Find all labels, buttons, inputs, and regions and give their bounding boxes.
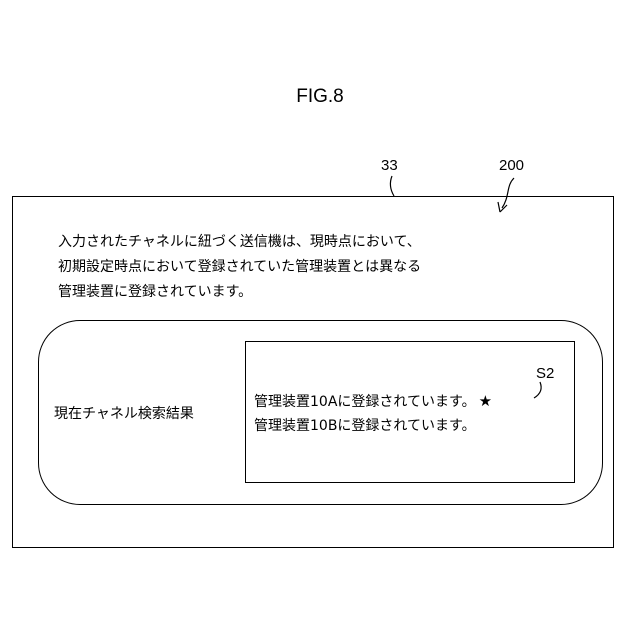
search-result-list: 管理装置10Aに登録されています。★ 管理装置10Bに登録されています。 [254, 389, 492, 438]
search-result-label: 現在チャネル検索結果 [54, 403, 194, 423]
result-entry-10b: 管理装置10Bに登録されています。 [254, 414, 492, 438]
message-line-2: 初期設定時点において登録されていた管理装置とは異なる [58, 255, 421, 280]
result-entry-10a: 管理装置10Aに登録されています。★ [254, 389, 492, 414]
step-label-s2: S2 [536, 365, 554, 382]
message-line-1: 入力されたチャネルに紐づく送信機は、現時点において、 [58, 230, 421, 255]
notification-message: 入力されたチャネルに紐づく送信機は、現時点において、 初期設定時点において登録さ… [58, 230, 421, 305]
result-entry-text: 管理装置10Aに登録されています。 [254, 394, 476, 410]
leader-line-33 [390, 176, 394, 196]
star-icon: ★ [479, 392, 492, 410]
message-line-3: 管理装置に登録されています。 [58, 280, 421, 305]
